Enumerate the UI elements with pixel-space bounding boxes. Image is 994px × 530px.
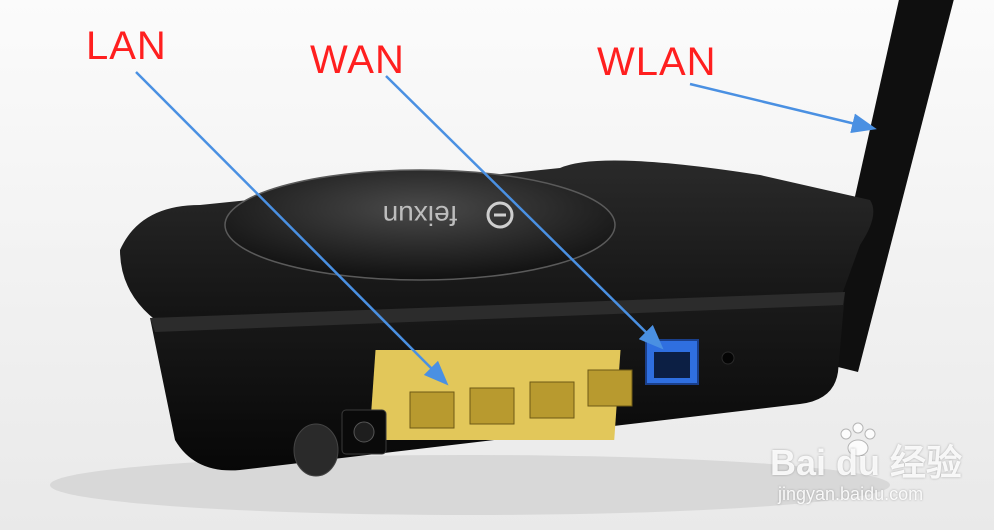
reset-hole (721, 351, 735, 365)
logo-icon (486, 201, 514, 229)
lan-ports (409, 369, 633, 429)
lan-port-3 (529, 381, 575, 419)
lan-arrow (135, 71, 449, 386)
wan-arrow (385, 75, 664, 350)
router-front-bevel (150, 292, 845, 332)
router-logo-text: feixun (383, 200, 458, 231)
wlan-arrow (689, 82, 877, 134)
lan-port-4 (587, 369, 633, 407)
wan-port-hole (654, 352, 690, 378)
watermark-url: jingyan.baidu.com (778, 484, 924, 504)
lan-port-2 (469, 387, 515, 425)
router-top-disc (224, 169, 616, 281)
power-button (293, 423, 339, 477)
power-jack-hole (353, 421, 375, 443)
wan-label: WAN (310, 38, 405, 82)
lan-port-1 (409, 391, 455, 429)
watermark-brand: Bai du 经验 (770, 442, 963, 483)
antenna-icon (818, 0, 954, 372)
router-shadow (50, 455, 890, 515)
lan-label: LAN (86, 24, 167, 68)
baidu-paw-icon (840, 422, 876, 457)
wlan-label: WLAN (597, 40, 717, 84)
